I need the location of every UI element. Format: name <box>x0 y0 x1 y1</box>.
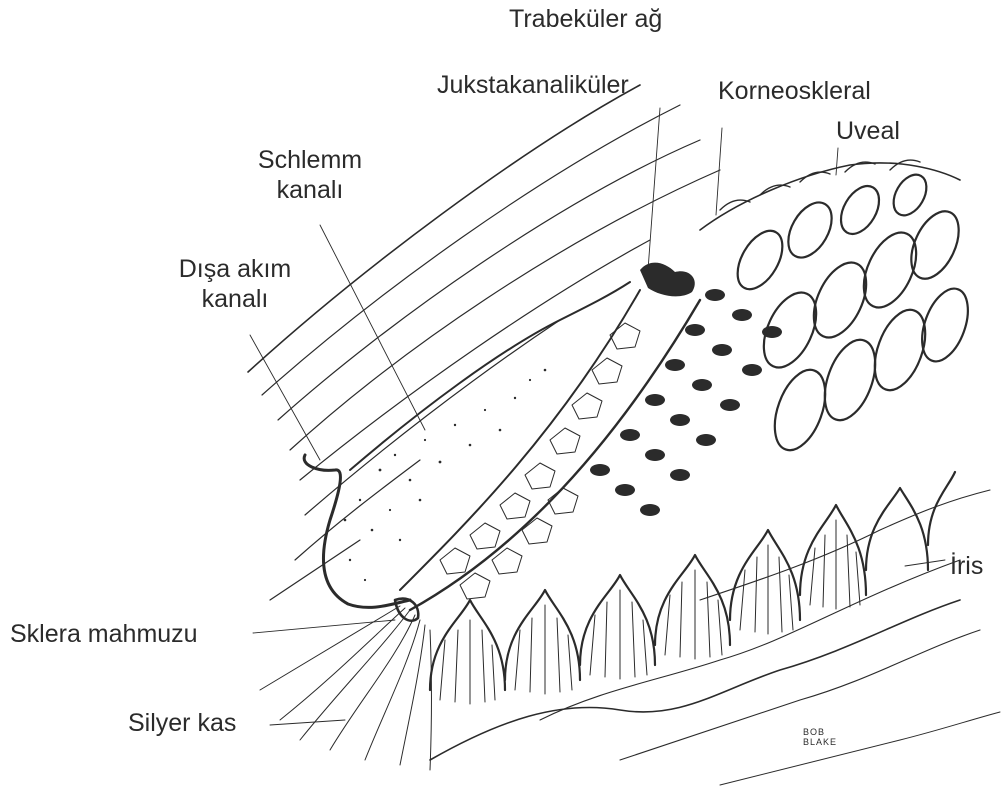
label-iris: İris <box>950 551 983 581</box>
label-schlemm-line1: Schlemm <box>240 145 380 175</box>
artist-signature: BOB BLAKE <box>803 727 853 747</box>
label-trabecular-meshwork: Trabeküler ağ <box>509 4 662 34</box>
outflow-channel <box>304 455 410 607</box>
label-outflow-channel: Dışa akım kanalı <box>160 254 310 314</box>
uveal-meshwork <box>700 160 977 457</box>
label-ciliary-muscle: Silyer kas <box>128 708 236 738</box>
label-schlemm-line2: kanalı <box>240 175 380 205</box>
label-scleral-spur: Sklera mahmuzu <box>10 619 198 649</box>
label-outflow-line2: kanalı <box>160 284 310 314</box>
schlemm-stipple <box>344 369 547 581</box>
label-juxtacanalicular: Jukstakanaliküler <box>437 70 629 100</box>
label-uveal: Uveal <box>836 116 900 146</box>
juxtacanalicular-cells <box>440 323 640 599</box>
ciliary-body-folds <box>430 472 955 690</box>
label-outflow-line1: Dışa akım <box>160 254 310 284</box>
label-corneoscleral: Korneoskleral <box>718 76 871 106</box>
label-schlemm-canal: Schlemm kanalı <box>240 145 380 205</box>
ciliary-body-striations <box>440 520 860 704</box>
schlemm-canal <box>350 282 630 470</box>
ciliary-muscle-fibers <box>260 606 432 770</box>
